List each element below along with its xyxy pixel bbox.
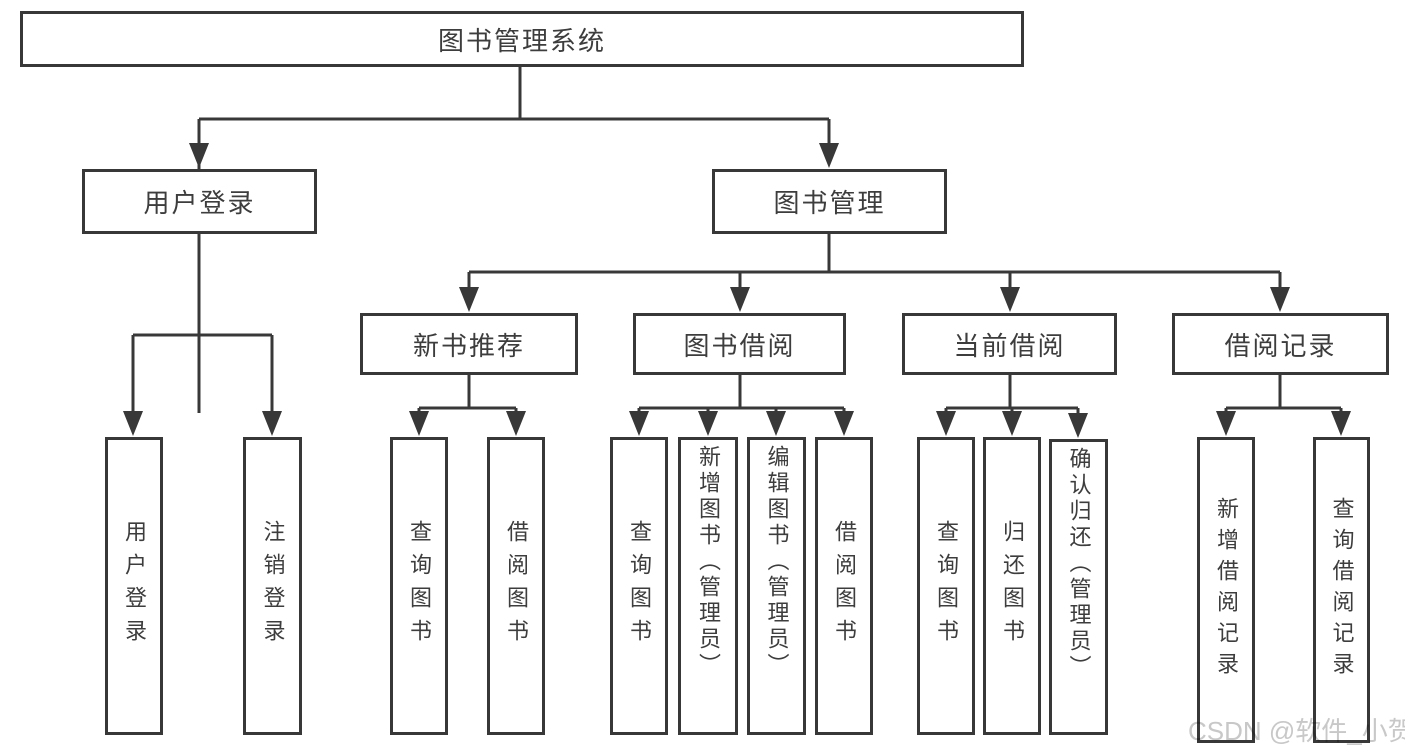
node-root: 图书管理系统 <box>20 11 1024 67</box>
node-cur-confirm-return: 确认归还（管理员） <box>1049 439 1108 735</box>
node-nb-query-books-label: 查询图书 <box>407 520 432 652</box>
arrowheads <box>123 143 1351 438</box>
connector-login-children <box>131 233 274 411</box>
node-root-label: 图书管理系统 <box>437 25 606 56</box>
node-cur-query-books: 查询图书 <box>917 437 975 735</box>
node-bw-query-books-label: 查询图书 <box>627 520 652 652</box>
node-cur-confirm-return-label: 确认归还（管理员） <box>1066 447 1092 681</box>
node-user-login-label: 用户登录 <box>143 188 256 218</box>
node-bw-query-books: 查询图书 <box>610 437 668 735</box>
connector-mgmt-children <box>467 234 1282 289</box>
node-current-borrow: 当前借阅 <box>902 313 1117 375</box>
node-nb-borrow-books-label: 借阅图书 <box>504 520 529 652</box>
node-bw-edit-books-label: 编辑图书（管理员） <box>764 445 790 679</box>
connector-bw-children <box>637 375 846 412</box>
connector-cur-children <box>944 375 1080 414</box>
node-user-login: 用户登录 <box>82 169 317 234</box>
node-bw-add-books: 新增图书（管理员） <box>678 437 738 735</box>
node-nb-borrow-books: 借阅图书 <box>487 437 545 735</box>
node-cur-query-books-label: 查询图书 <box>934 520 959 652</box>
node-current-borrow-label: 当前借阅 <box>953 330 1066 361</box>
node-login-user: 用户登录 <box>105 437 163 735</box>
connector-rec-children <box>1224 375 1343 412</box>
node-book-management: 图书管理 <box>712 169 947 234</box>
node-bw-borrow-books-label: 借阅图书 <box>832 520 857 652</box>
node-logout: 注销登录 <box>243 437 302 735</box>
node-rec-add-record-label: 新增借阅记录 <box>1214 497 1239 683</box>
connector-nb-children <box>417 375 518 412</box>
node-nb-query-books: 查询图书 <box>390 437 448 735</box>
node-logout-label: 注销登录 <box>260 520 286 652</box>
node-borrow-records: 借阅记录 <box>1172 313 1389 375</box>
node-bw-borrow-books: 借阅图书 <box>815 437 873 735</box>
node-cur-return-books-label: 归还图书 <box>1000 520 1025 652</box>
node-borrow-records-label: 借阅记录 <box>1224 330 1337 361</box>
node-cur-return-books: 归还图书 <box>983 437 1041 735</box>
node-login-user-label: 用户登录 <box>122 520 147 652</box>
node-new-book-recommend: 新书推荐 <box>360 313 578 375</box>
node-new-book-recommend-label: 新书推荐 <box>412 330 525 361</box>
connector-root-branch <box>197 65 831 413</box>
node-rec-query-record-label: 查询借阅记录 <box>1329 497 1355 683</box>
node-bw-add-books-label: 新增图书（管理员） <box>696 445 721 679</box>
node-rec-add-record: 新增借阅记录 <box>1197 437 1255 743</box>
node-book-borrow: 图书借阅 <box>633 313 846 375</box>
node-book-management-label: 图书管理 <box>773 188 886 218</box>
node-rec-query-record: 查询借阅记录 <box>1313 437 1370 743</box>
node-book-borrow-label: 图书借阅 <box>683 330 796 361</box>
node-bw-edit-books: 编辑图书（管理员） <box>747 437 806 735</box>
